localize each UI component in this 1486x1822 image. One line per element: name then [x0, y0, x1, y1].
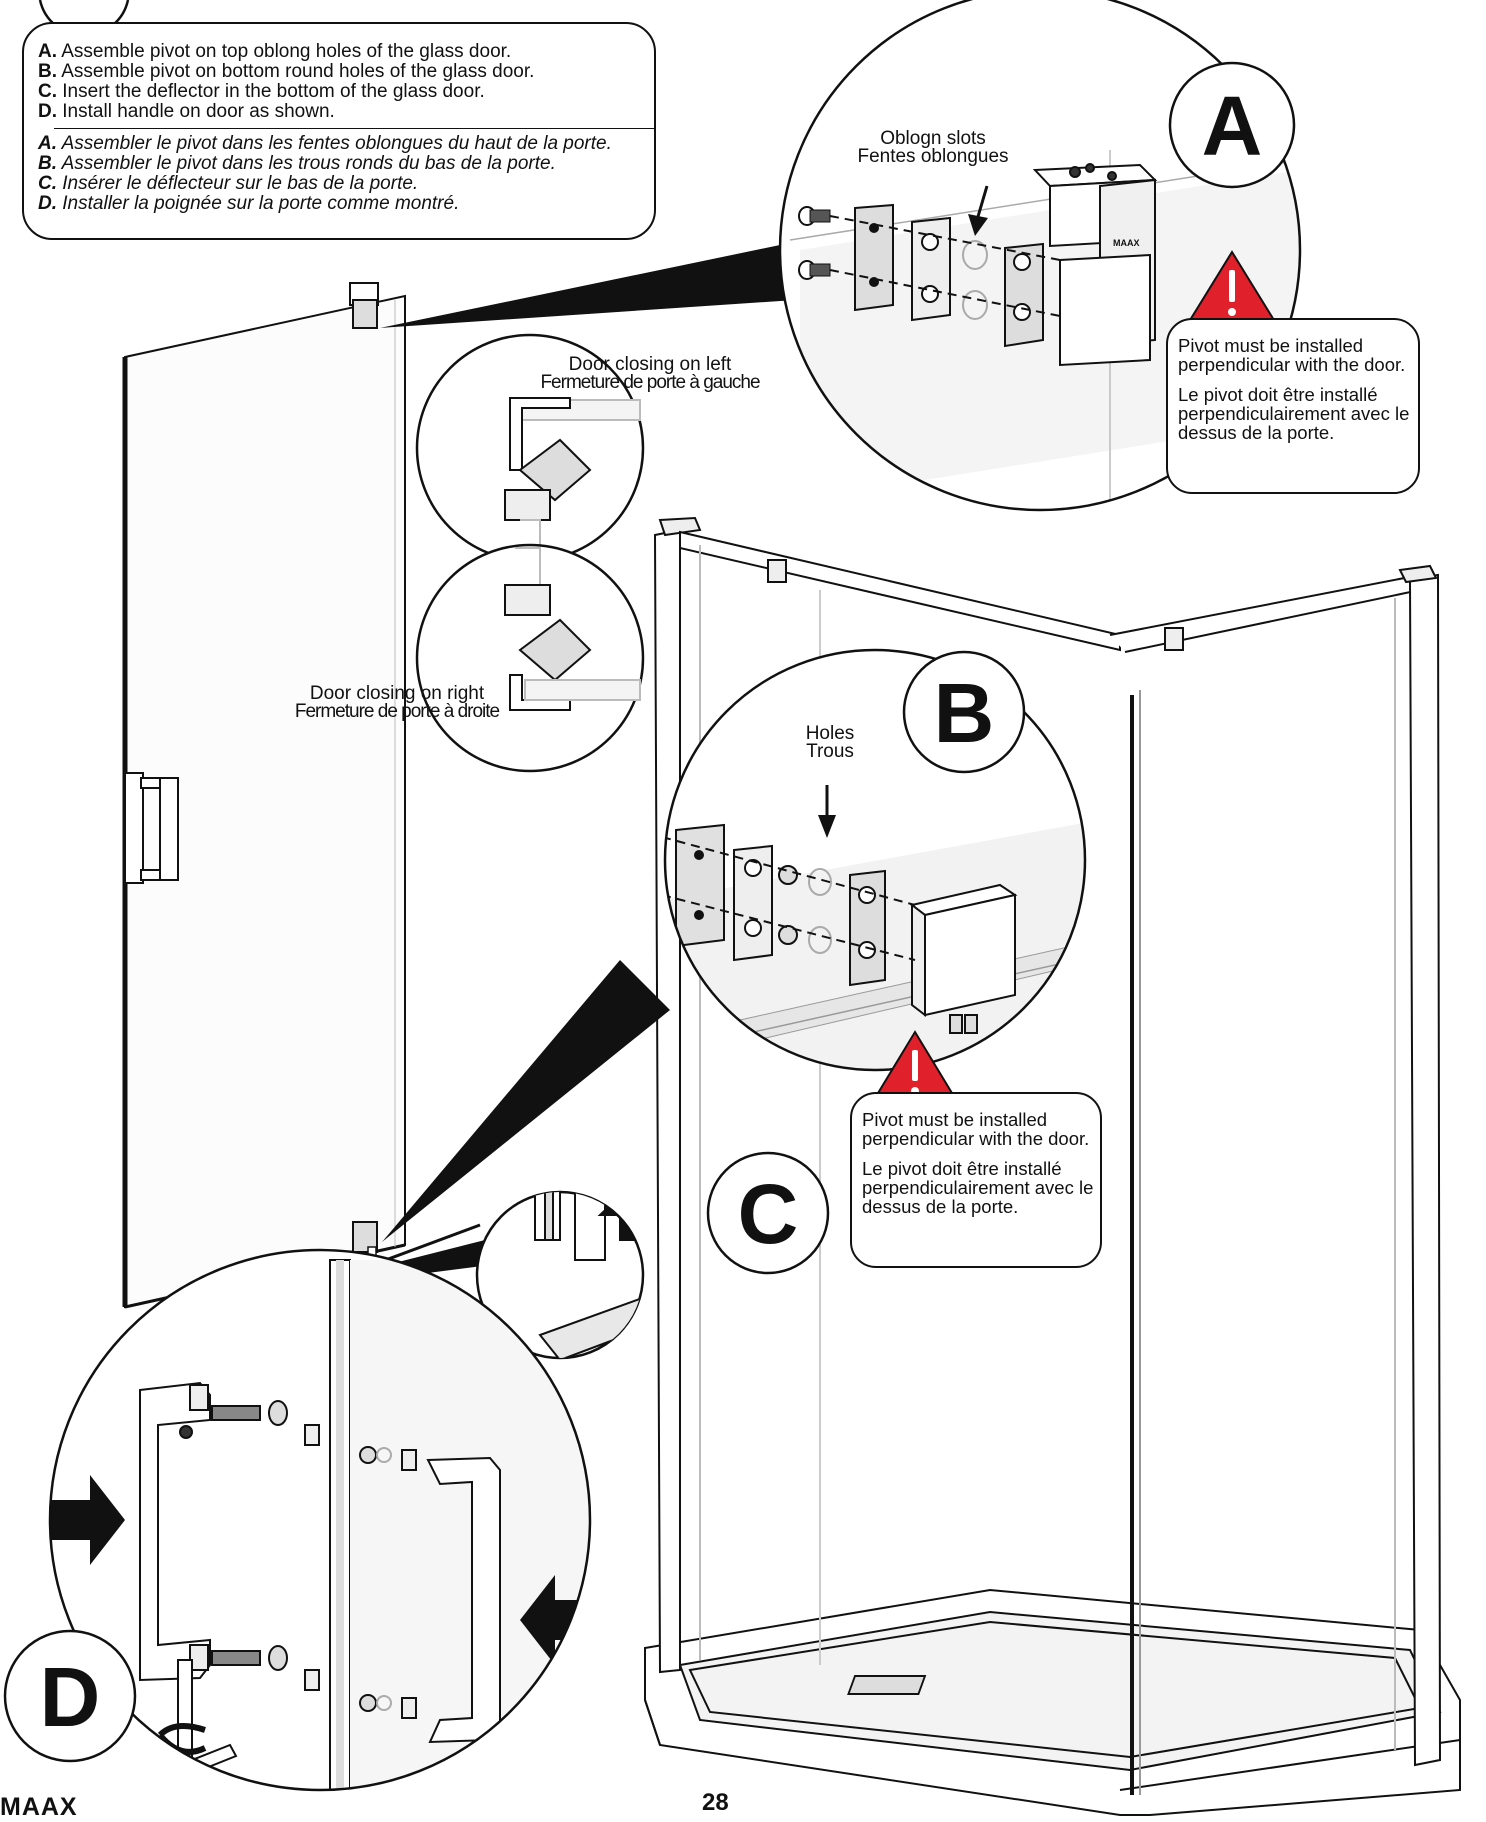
instructions-box: A. Assemble pivot on top oblong holes of…	[22, 22, 656, 240]
warning-text-fr: Le pivot doit être installé perpendicula…	[862, 1158, 1094, 1217]
instruction-fr-b: B. Assembler le pivot dans les trous ron…	[38, 153, 556, 174]
leader-a	[380, 245, 795, 328]
warning-box-b: Pivot must be installed perpendicular wi…	[850, 1092, 1102, 1268]
warning-box-a: Pivot must be installed perpendicular wi…	[1166, 318, 1420, 494]
page-number: 28	[702, 1789, 729, 1816]
instruction-fr-d: D. Installer la poignée sur la porte com…	[38, 193, 460, 214]
instruction-fr-c: C. Insérer le déflecteur sur le bas de l…	[38, 173, 419, 194]
warning-text-en: Pivot must be installed perpendicular wi…	[862, 1109, 1090, 1149]
leader-b	[382, 960, 670, 1242]
shower-enclosure	[644, 516, 1461, 1816]
instruction-en-d: D. Install handle on door as shown.	[38, 101, 335, 122]
detail-c	[475, 1190, 645, 1360]
holes-label: Holes Trous	[805, 723, 855, 762]
instruction-en-c: C. Insert the deflector in the bottom of…	[38, 81, 485, 102]
instruction-fr-a: A. Assembler le pivot dans les fentes ob…	[38, 133, 612, 154]
door-left-label: Door closing on left Fermeture de porte …	[540, 354, 760, 393]
instruction-en-a: A. Assemble pivot on top oblong holes of…	[38, 41, 512, 62]
warning-text-fr: Le pivot doit être installé perpendicula…	[1178, 384, 1410, 443]
warning-triangle-icon-a	[1185, 250, 1279, 326]
instruction-en-b: B. Assemble pivot on bottom round holes …	[38, 61, 535, 82]
step-b-label: B	[933, 666, 995, 760]
brand-logo: MAAX	[0, 1793, 78, 1821]
divider	[54, 128, 654, 129]
step-c-label: C	[737, 1167, 799, 1261]
warning-text-en: Pivot must be installed perpendicular wi…	[1178, 335, 1406, 375]
pivot-brand: MAAX	[1113, 238, 1140, 248]
door-right-label: Door closing on right Fermeture de porte…	[294, 683, 500, 722]
detail-b	[665, 650, 1085, 1070]
step-a-label: A	[1201, 79, 1263, 173]
glass-door	[122, 282, 406, 1309]
detail-door-right	[415, 543, 645, 773]
oblong-slots-label: Oblogn slots Fentes oblongues	[857, 128, 1009, 167]
step-d-label: D	[39, 1650, 101, 1744]
